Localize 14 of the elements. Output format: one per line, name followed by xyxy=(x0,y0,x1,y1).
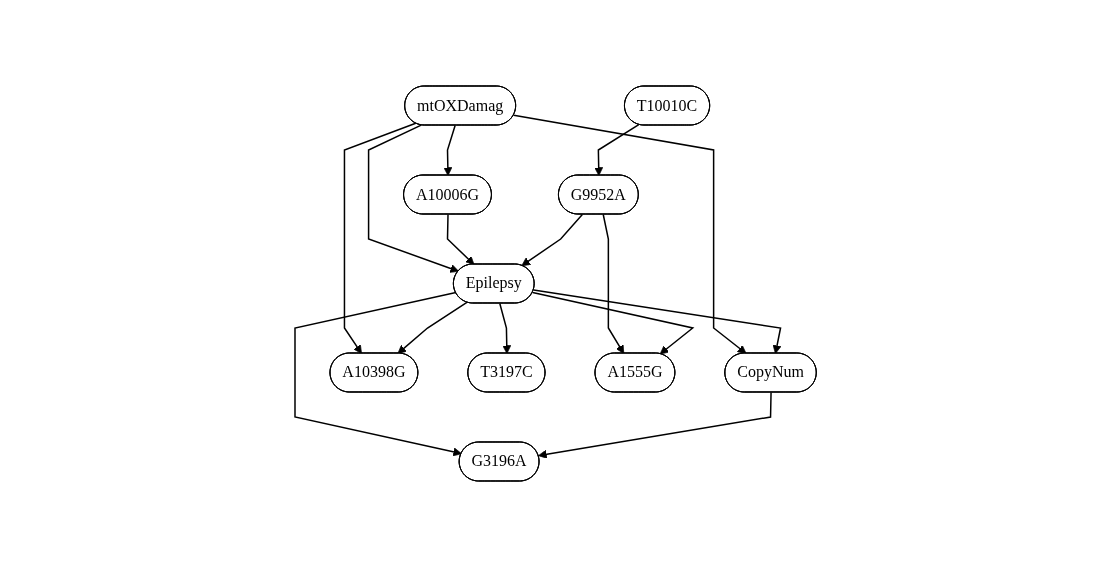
arrow xyxy=(521,213,583,267)
arrow xyxy=(498,302,512,354)
arrow xyxy=(343,122,417,354)
arrow xyxy=(537,391,772,459)
arrow xyxy=(294,291,462,457)
arrow xyxy=(531,291,695,355)
arrow xyxy=(602,213,625,354)
arrow xyxy=(594,123,640,176)
arrow xyxy=(397,301,468,354)
arrow xyxy=(367,124,459,273)
arrow xyxy=(532,289,782,354)
arrow xyxy=(446,213,475,265)
arrow xyxy=(512,114,747,354)
arrow xyxy=(443,124,456,176)
